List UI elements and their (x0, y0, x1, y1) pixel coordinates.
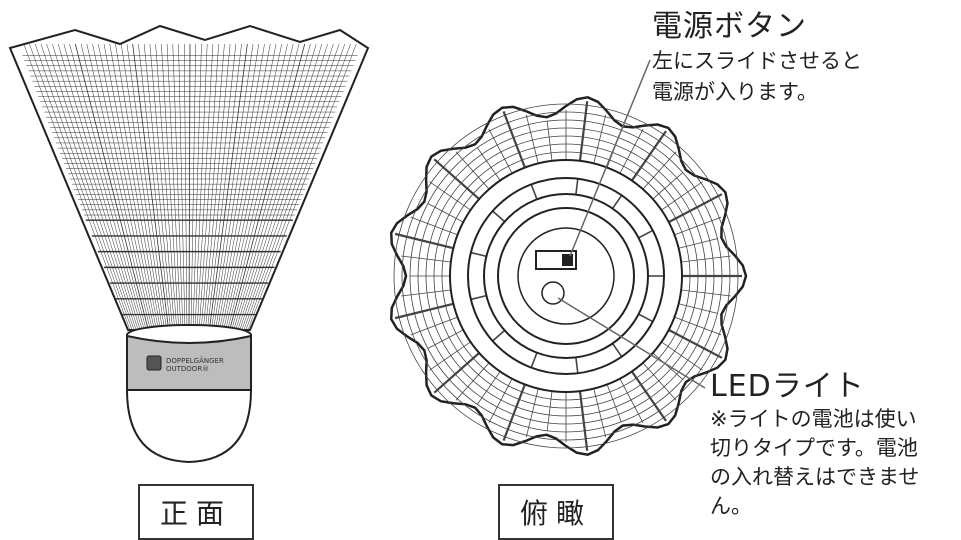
led-leader-line (557, 297, 706, 389)
led-light-desc-1: ※ライトの電池は使い (710, 407, 917, 431)
led-light-desc-2: 切りタイプです。電池 (710, 436, 918, 460)
top-view-label: 俯瞰 (498, 484, 614, 540)
logo-line1: DOPPELGÄNGER (166, 356, 224, 365)
logo-badge-icon (146, 355, 162, 371)
front-view: DOPPELGÄNGER OUTDOOR® (8, 24, 370, 464)
led-light-title: LEDライト (710, 369, 865, 404)
power-leader-line (569, 59, 651, 257)
base-dome (125, 389, 253, 464)
logo-line2: OUTDOOR® (166, 365, 209, 373)
led-light-desc-3: の入れ替えはできませ (710, 465, 920, 489)
front-view-label: 正面 (138, 484, 254, 540)
top-view (389, 59, 748, 456)
power-button-desc-2: 電源が入ります。 (652, 80, 818, 104)
led-light-desc-4: ん。 (710, 494, 752, 518)
base-band (126, 334, 252, 391)
power-button-desc-1: 左にスライドさせると (652, 49, 862, 73)
led-light-icon (541, 281, 565, 305)
power-button-title: 電源ボタン (652, 9, 807, 44)
